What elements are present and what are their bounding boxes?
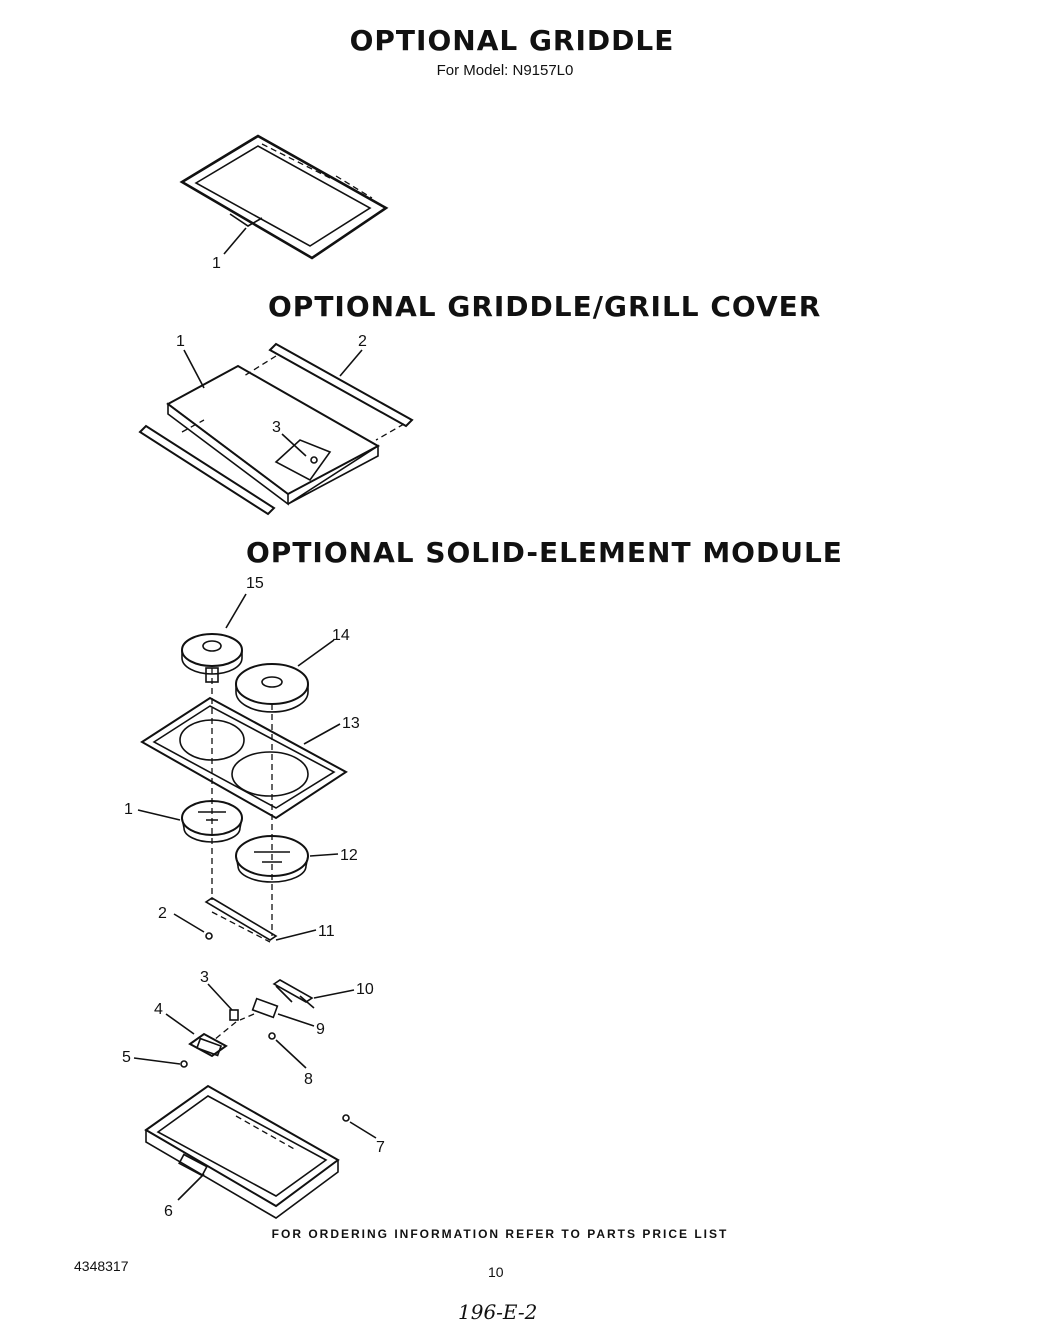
griddle-plate xyxy=(179,134,389,260)
page-number: 10 xyxy=(488,1264,504,1280)
callout-label: 2 xyxy=(158,905,167,922)
leader-lines xyxy=(133,593,377,1201)
element-small xyxy=(181,633,243,683)
callout-label: 13 xyxy=(342,715,360,732)
callout-label: 5 xyxy=(122,1049,131,1066)
callout-label: 2 xyxy=(358,333,367,350)
callout-label: 1 xyxy=(124,801,133,818)
section-title-cover: OPTIONAL GRIDDLE/GRILL COVER xyxy=(268,290,822,323)
callout-label: 3 xyxy=(272,419,281,436)
callout-label: 12 xyxy=(340,847,358,864)
model-subtitle: For Model: N9157L0 xyxy=(436,62,574,79)
cover-label-plate xyxy=(274,439,332,482)
assembly-guide xyxy=(211,668,273,936)
callout-label: 3 xyxy=(200,969,209,986)
module-top-plate xyxy=(140,696,348,820)
cover-rail-front xyxy=(138,424,276,516)
leader-line xyxy=(223,227,247,255)
ordering-note: FOR ORDERING INFORMATION REFER TO PARTS … xyxy=(271,1227,729,1241)
section-title-module: OPTIONAL SOLID-ELEMENT MODULE xyxy=(246,536,843,569)
callout-label: 1 xyxy=(212,255,221,272)
callout-label: 4 xyxy=(154,1001,163,1018)
callout-label: 1 xyxy=(176,333,185,350)
callout-label: 11 xyxy=(318,923,335,940)
callout-label: 15 xyxy=(246,575,264,592)
callout-label: 7 xyxy=(376,1139,385,1156)
switch-assembly xyxy=(180,979,315,1068)
callout-label: 9 xyxy=(316,1021,325,1038)
document-number: 4348317 xyxy=(74,1258,129,1274)
leader-line xyxy=(339,349,363,377)
handwritten-annotation: 196-E-2 xyxy=(458,1300,538,1324)
cover-panel xyxy=(166,364,381,506)
callout-label: 14 xyxy=(332,627,350,644)
mounting-bracket xyxy=(204,897,278,943)
callout-label: 6 xyxy=(164,1203,173,1220)
assembly-guide xyxy=(181,355,405,441)
leader-line xyxy=(281,433,307,457)
leader-line xyxy=(183,349,205,389)
module-base-pan xyxy=(144,1084,350,1219)
callout-label: 8 xyxy=(304,1071,313,1088)
cover-rail-back xyxy=(268,342,414,428)
callout-label: 10 xyxy=(356,981,374,998)
page-title: OPTIONAL GRIDDLE xyxy=(349,24,675,57)
